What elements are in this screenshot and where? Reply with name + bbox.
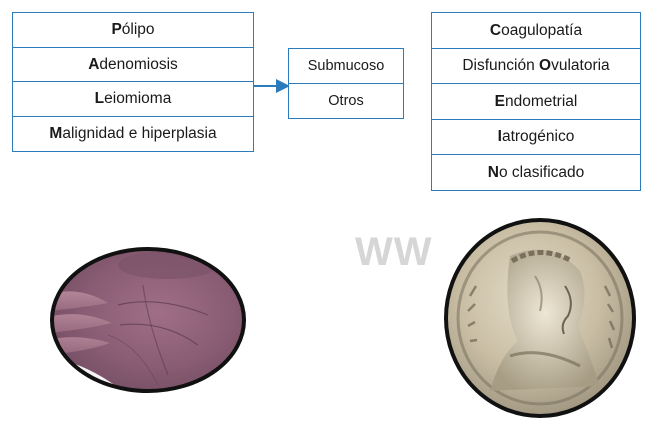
palm-list: Pólipo Adenomiosis Leiomioma Malignidad … <box>12 12 254 152</box>
palm-initial: A <box>88 56 99 74</box>
coein-initial: N <box>488 164 499 182</box>
coein-prefix: Disfunción <box>462 57 539 75</box>
coein-text: vulatoria <box>551 57 610 75</box>
palm-text: ólipo <box>122 21 155 39</box>
coein-item-endometrial: Endometrial <box>431 83 641 120</box>
subtype-otros: Otros <box>288 83 404 119</box>
coein-initial: E <box>495 93 505 111</box>
coein-text: atrogénico <box>502 128 574 146</box>
coein-text: o clasificado <box>499 164 584 182</box>
coein-initial: O <box>539 57 551 75</box>
palm-of-hand-image <box>48 245 248 395</box>
coein-item-no-clasificado: No clasificado <box>431 154 641 191</box>
coein-item-coagulopatia: Coagulopatía <box>431 12 641 49</box>
palm-item-malignidad: Malignidad e hiperplasia <box>12 116 254 152</box>
palm-text: alignidad e hiperplasia <box>62 125 216 143</box>
coein-text: ndometrial <box>505 93 577 111</box>
coein-item-ovulatoria: Disfunción Ovulatoria <box>431 48 641 85</box>
palm-item-adenomiosis: Adenomiosis <box>12 47 254 83</box>
coein-initial: C <box>490 22 501 40</box>
coein-item-iatrogenico: Iatrogénico <box>431 119 641 156</box>
watermark: WW <box>355 230 433 275</box>
palm-text: denomiosis <box>99 56 177 74</box>
subtype-text: Submucoso <box>308 58 385 74</box>
coein-list: Coagulopatía Disfunción Ovulatoria Endom… <box>431 12 641 191</box>
palm-initial: M <box>49 125 62 143</box>
roman-coin-image <box>440 216 640 420</box>
arrow-right-icon <box>254 76 290 96</box>
leiomioma-subtype-list: Submucoso Otros <box>288 48 404 119</box>
subtype-text: Otros <box>328 93 363 109</box>
palm-initial: L <box>95 90 104 108</box>
palm-text: eiomioma <box>104 90 171 108</box>
palm-item-leiomioma: Leiomioma <box>12 81 254 117</box>
palm-item-polipo: Pólipo <box>12 12 254 48</box>
coein-text: oagulopatía <box>501 22 582 40</box>
subtype-submucoso: Submucoso <box>288 48 404 84</box>
palm-initial: P <box>111 21 121 39</box>
